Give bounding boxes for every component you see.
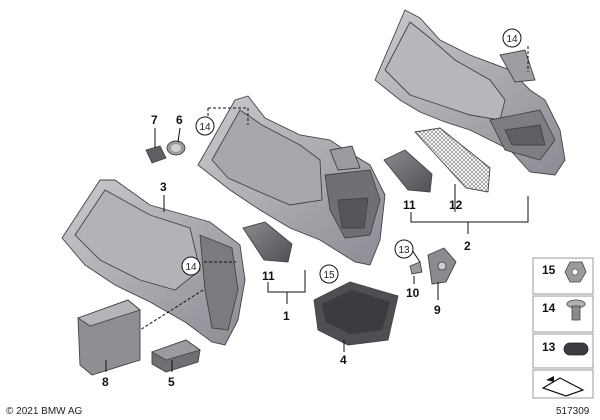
svg-text:14: 14 — [199, 122, 211, 133]
legend-label-14: 14 — [542, 301, 556, 315]
leader-lines — [105, 46, 529, 372]
legend-label-13: 13 — [542, 340, 556, 354]
label-part-9: 9 — [434, 303, 441, 317]
plug-icon — [563, 342, 589, 356]
nut-icon — [564, 261, 587, 283]
plug-6 — [166, 140, 186, 156]
svg-text:14: 14 — [185, 262, 197, 273]
hook-9 — [427, 247, 457, 285]
label-part-7: 7 — [151, 113, 158, 127]
label-part-5: 5 — [168, 375, 175, 389]
svg-text:15: 15 — [323, 270, 335, 281]
cover-panel-11-middle — [242, 221, 293, 263]
label-part-12: 12 — [449, 198, 463, 212]
storage-tray-4 — [313, 281, 399, 346]
fastener-legend: 15 14 13 — [532, 257, 594, 399]
part-labels: 1 2 3 4 5 6 7 8 9 10 11 11 12 — [102, 113, 471, 389]
label-part-6: 6 — [176, 113, 183, 127]
luggage-net — [414, 127, 491, 193]
label-part-3: 3 — [160, 180, 167, 194]
label-part-8: 8 — [102, 375, 109, 389]
label-part-2: 2 — [464, 239, 471, 253]
clip-icon — [566, 299, 586, 321]
svg-text:13: 13 — [398, 245, 410, 256]
label-part-4: 4 — [340, 353, 347, 367]
circle-label-14-top: 14 — [502, 28, 522, 48]
label-part-11-right: 11 — [403, 198, 416, 212]
trim-panel-middle — [197, 95, 386, 266]
label-part-11-middle: 11 — [262, 269, 275, 283]
copyright-text: © 2021 BMW AG — [6, 406, 83, 417]
diagram-number: 517309 — [556, 406, 590, 417]
circle-label-14-left: 14 — [181, 256, 201, 276]
svg-text:14: 14 — [506, 34, 518, 45]
trim-panel-left — [61, 179, 246, 346]
label-part-10: 10 — [406, 286, 420, 300]
circle-label-14-mid: 14 — [195, 116, 215, 136]
screw-10 — [409, 261, 423, 275]
cover-panel-11-right — [383, 149, 433, 193]
circle-label-13: 13 — [394, 239, 414, 259]
direction-arrow-icon — [541, 376, 585, 397]
circle-label-15: 15 — [319, 264, 339, 284]
cover-8 — [77, 299, 141, 376]
cap-7 — [145, 145, 167, 164]
circled-labels: 14 14 14 15 13 — [181, 28, 522, 284]
bracket-5 — [150, 339, 202, 373]
legend-label-15: 15 — [542, 263, 556, 277]
trim-panel-right — [374, 9, 566, 176]
label-part-1: 1 — [283, 309, 290, 323]
